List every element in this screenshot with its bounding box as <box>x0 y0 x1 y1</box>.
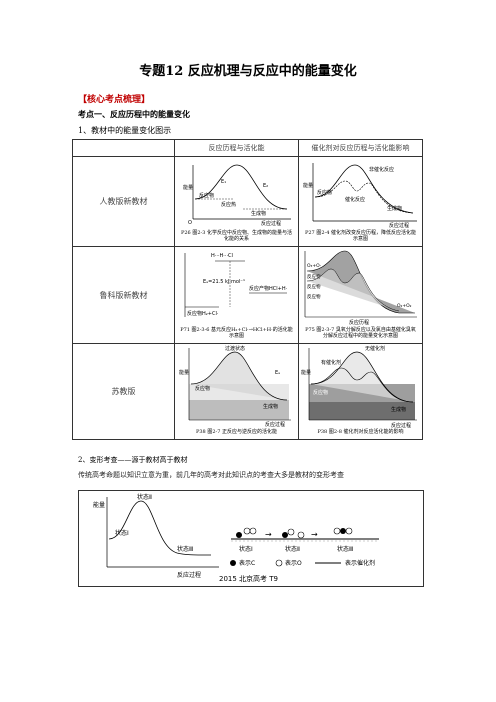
x-axis-label: 反应过程 <box>391 422 411 429</box>
catalyst-diagram-lukeban: O₃+O· 反应物 反应物 反应物 O₂+O₂ 反应历程 <box>304 250 417 326</box>
transition-state-label: H···H···Cl <box>211 253 233 259</box>
figure-caption: P38 图2-7 正反应与逆反应的活化能 <box>196 429 277 435</box>
exam-figure-panel: 能量 状态Ⅱ 状态Ⅰ 状态Ⅲ 反应过程 → → 状态Ⅰ 状态Ⅱ 状态Ⅲ 表示C … <box>78 490 424 587</box>
state2-label: 状态Ⅱ <box>137 493 152 501</box>
figure-cell-renjiao-catalyst: 能量 非催化反应 催化反应 反应物 生成物 反应过程 P27 图2-4 催化剂改… <box>298 156 423 247</box>
page-title: 专题12 反应机理与反应中的能量变化 <box>139 64 357 79</box>
figure-cell-sujiao-catalyst: 无催化剂 有催化剂 能量 反应物 生成物 反应过程 P38 图2-8 催化剂对反… <box>298 343 423 440</box>
y-axis-label: 能量 <box>303 182 313 189</box>
y-axis-label: 能量 <box>301 369 311 376</box>
product-label: 生成物 <box>263 403 278 410</box>
reactant-label: 反应物 <box>313 389 328 396</box>
legend-oxygen: 表示O <box>285 559 302 567</box>
x-axis-label: 反应过程 <box>177 571 201 579</box>
row-label-sujiao: 苏教版 <box>72 343 175 440</box>
ea-label: Eₐ=21.5 kJ·mol⁻¹ <box>203 279 245 285</box>
oxygen-legend-icon <box>275 559 283 567</box>
product-label: 生成物 <box>387 205 402 212</box>
reactant-label: 反应物 <box>317 189 332 196</box>
x-axis-label: 反应过程 <box>265 421 285 428</box>
product-label: 反应产物HCl+H· <box>249 285 288 292</box>
y-axis-label: 能量 <box>93 501 105 509</box>
transition-state-label: 过渡状态 <box>225 345 245 352</box>
legend-carbon: 表示C <box>239 559 255 567</box>
state2-label: 状态Ⅱ <box>285 545 300 553</box>
state1-label: 状态Ⅰ <box>239 545 253 553</box>
subheading-textbook: 1、教材中的能量变化图示 <box>78 126 172 135</box>
product-label: 生成物 <box>391 406 406 413</box>
uncatalyzed-label: 无催化剂 <box>365 345 385 352</box>
figure-caption: P38 图2-8 催化剂对反应活化能的影响 <box>317 429 404 435</box>
species-label: O₂+O₂ <box>397 303 412 309</box>
figure-caption: P26 图2-3 化学反应中反应物、生成物的能量与活化能的关系 <box>181 230 292 242</box>
y-axis-label: 能量 <box>183 184 193 191</box>
reactant-label: 反应物H₂+Cl· <box>187 310 219 317</box>
textbook-figure-table: 反应历程与活化能 催化剂对反应历程与活化能影响 人教版新教材 能量 O E₁ E… <box>72 139 423 440</box>
energy-diagram-lukeban: H···H···Cl Eₐ=21.5 kJ·mol⁻¹ 反应产物HCl+H· 反… <box>184 253 288 317</box>
origin-label: O <box>188 220 192 226</box>
catalyst-diagram-sujiao: 无催化剂 有催化剂 能量 反应物 生成物 反应过程 <box>301 345 417 429</box>
legend-catalyst: 表示催化剂 <box>345 559 375 567</box>
subheading-variation: 2、变形考查——源于教材高于教材 <box>78 456 188 464</box>
energy-diagram-sujiao: 过渡状态 能量 反应物 Eₐ 生成物 反应过程 <box>179 345 291 428</box>
carbon-legend-icon <box>230 560 236 566</box>
state3-label: 状态Ⅲ <box>337 545 353 553</box>
exam-energy-diagram: 能量 状态Ⅱ 状态Ⅰ 状态Ⅲ 反应过程 → → 状态Ⅰ 状态Ⅱ 状态Ⅲ 表示C … <box>93 493 379 583</box>
point-heading: 考点一、反应历程中的能量变化 <box>78 109 190 119</box>
reactant-label: 反应物 <box>195 385 210 392</box>
e2-label: E₂ <box>263 183 268 189</box>
uncatalyzed-label: 非催化反应 <box>369 166 394 173</box>
x-axis-label: 反应过程 <box>261 220 281 227</box>
figure-cell-renjiao-activation: 能量 O E₁ E₂ 反应物 反应热 生成物 反应过程 P26 图2-3 化学反… <box>174 156 299 247</box>
col-header-catalyst: 催化剂对反应历程与活化能影响 <box>298 139 423 157</box>
svg-text:→: → <box>265 530 272 539</box>
row-label-lukeban: 鲁科版新教材 <box>72 246 175 344</box>
ea-label: E₁ <box>221 179 226 185</box>
species-label: 反应物 <box>307 273 321 280</box>
catalyst-diagram-renjiao: 能量 非催化反应 催化反应 反应物 生成物 反应过程 <box>303 163 417 229</box>
y-axis-label: 能量 <box>179 369 189 376</box>
figure-caption: P71 图2-3-6 基元反应H₂+Cl·→HCl+H·的活化能示意图 <box>180 327 293 339</box>
corner-cell <box>72 139 175 157</box>
species-label: O₃+O· <box>307 263 321 269</box>
figure-cell-sujiao-activation: 过渡状态 能量 反应物 Eₐ 生成物 反应过程 P38 图2-7 正反应与逆反应… <box>174 343 299 440</box>
x-axis-label: 反应过程 <box>389 222 409 229</box>
species-label: 反应物 <box>307 293 321 300</box>
energy-diagram-renjiao: 能量 O E₁ E₂ 反应物 反应热 生成物 反应过程 <box>183 164 291 227</box>
figure-caption: P75 图2-3-7 臭氧分解反应以及氯自由基催化臭氧分解反应过程中的能量变化示… <box>305 327 416 339</box>
svg-text:→: → <box>311 530 318 539</box>
species-label: 反应物 <box>307 283 321 290</box>
state3-label: 状态Ⅲ <box>177 545 193 553</box>
section-heading-core: 【核心考点梳理】 <box>78 95 151 105</box>
row-label-renjiao: 人教版新教材 <box>72 156 175 247</box>
x-axis-label: 反应历程 <box>349 319 369 326</box>
catalyzed-label: 催化反应 <box>345 196 365 203</box>
ea-label: Eₐ <box>275 370 280 376</box>
catalyzed-label: 有催化剂 <box>321 359 341 366</box>
variation-description: 传统高考命题以知识立意为重，前几年的高考对此知识点的考查大多是教材的变形考查 <box>78 471 344 479</box>
figure-cell-lukeban-activation: H···H···Cl Eₐ=21.5 kJ·mol⁻¹ 反应产物HCl+H· 反… <box>174 246 299 344</box>
molecule-sequence: → → <box>231 527 379 542</box>
heat-label: 反应热 <box>221 201 236 208</box>
col-header-activation: 反应历程与活化能 <box>174 139 299 157</box>
reactant-label: 反应物 <box>199 192 214 199</box>
state1-label: 状态Ⅰ <box>115 529 129 537</box>
figure-caption: P27 图2-4 催化剂改变反应历程，降低反应活化能示意图 <box>305 230 416 242</box>
product-label: 生成物 <box>251 210 266 217</box>
exam-source: 2015 北京高考 T9 <box>219 574 278 583</box>
figure-cell-lukeban-catalyst: O₃+O· 反应物 反应物 反应物 O₂+O₂ 反应历程 P75 图2-3-7 … <box>298 246 423 344</box>
